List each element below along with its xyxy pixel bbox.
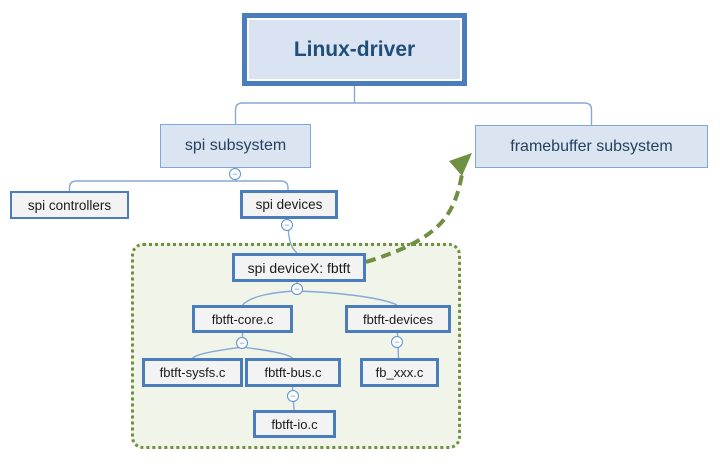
node-fbtft-io-label: fbtft-io.c — [271, 416, 318, 432]
node-fbtft-sysfs-label: fbtft-sysfs.c — [159, 365, 226, 380]
connector-devicex-devices — [296, 290, 398, 306]
collapse-icon: − — [294, 283, 300, 294]
collapse-toggle-spi-devicex[interactable]: − — [291, 283, 303, 295]
node-fbtft-core[interactable]: fbtft-core.c — [192, 305, 293, 333]
node-fbtft-bus[interactable]: fbtft-bus.c — [245, 358, 341, 387]
dashed-arrow-shaft — [365, 173, 464, 264]
connector-core-bus — [242, 346, 293, 359]
node-spi-devices[interactable]: spi devices — [240, 190, 338, 219]
node-spi-devicex-fbtft[interactable]: spi deviceX: fbtft — [232, 253, 366, 282]
collapse-toggle-fbtft-devices[interactable]: − — [391, 336, 403, 348]
collapse-toggle-spi-subsystem[interactable]: − — [229, 168, 241, 180]
node-fbtft-bus-label: fbtft-bus.c — [264, 365, 322, 380]
collapse-icon: − — [394, 336, 400, 347]
collapse-icon: − — [239, 337, 245, 348]
node-framebuffer-subsystem[interactable]: framebuffer subsystem — [475, 125, 708, 168]
dashed-arrow-head — [449, 153, 472, 176]
node-fbtft-io[interactable]: fbtft-io.c — [253, 410, 336, 438]
collapse-icon: − — [232, 168, 238, 179]
collapse-icon: − — [284, 219, 290, 230]
collapse-icon: − — [290, 390, 296, 401]
node-fbtft-devices[interactable]: fbtft-devices — [345, 305, 451, 333]
node-spi-devices-label: spi devices — [255, 197, 323, 212]
node-spi-controllers-label: spi controllers — [27, 197, 112, 213]
collapse-toggle-spi-devices[interactable]: − — [281, 219, 293, 231]
node-fbtft-core-label: fbtft-core.c — [211, 311, 274, 327]
node-spi-devicex-fbtft-label: spi deviceX: fbtft — [247, 259, 351, 276]
node-fbtft-devices-label: fbtft-devices — [362, 311, 434, 327]
connector-devicex-core — [241, 290, 298, 306]
node-spi-subsystem-label: spi subsystem — [184, 137, 287, 154]
collapse-toggle-fbtft-core[interactable]: − — [236, 337, 248, 349]
connector-core-sysfs — [192, 346, 243, 359]
node-framebuffer-subsystem-label: framebuffer subsystem — [510, 137, 673, 155]
node-fbtft-sysfs[interactable]: fbtft-sysfs.c — [142, 358, 243, 387]
node-linux-driver[interactable]: Linux-driver — [242, 13, 467, 86]
connector-root-elbow — [234, 102, 593, 125]
node-fb-xxx[interactable]: fb_xxx.c — [360, 358, 439, 387]
blue-tree-connectors — [68, 86, 593, 411]
connector-spisub-elbow — [68, 180, 289, 191]
collapse-toggle-fbtft-bus[interactable]: − — [287, 390, 299, 402]
node-spi-controllers[interactable]: spi controllers — [10, 191, 129, 219]
node-fb-xxx-label: fb_xxx.c — [375, 365, 424, 380]
node-linux-driver-label: Linux-driver — [293, 37, 416, 61]
dashed-arrow-fbtft-to-framebuffer — [365, 153, 472, 264]
node-spi-subsystem[interactable]: spi subsystem — [160, 124, 311, 168]
